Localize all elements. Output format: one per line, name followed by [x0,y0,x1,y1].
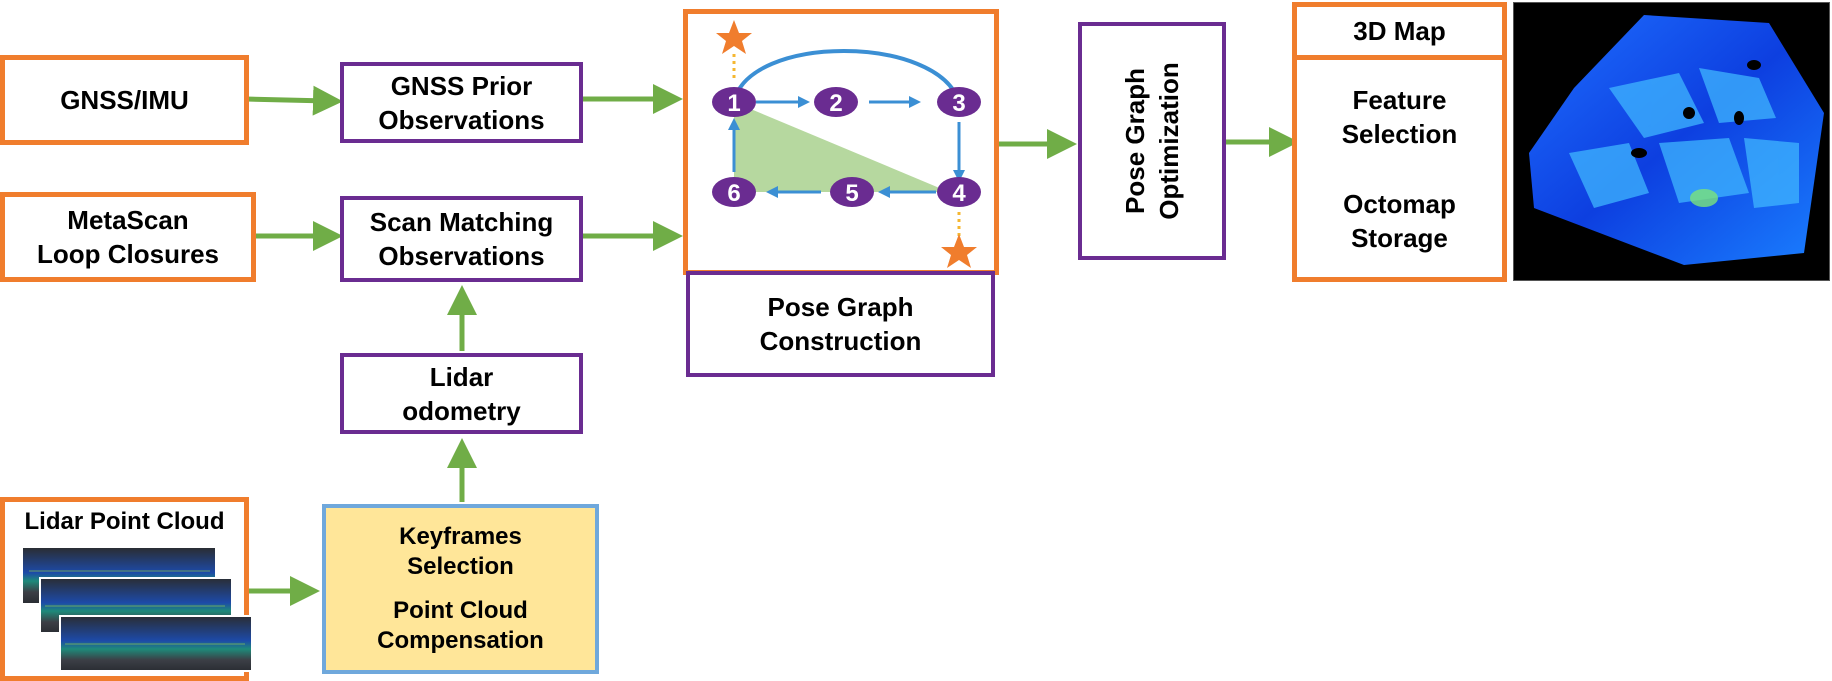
pose-graph-box: 1 2 3 4 5 6 [683,9,999,275]
metascan-label-line2: Loop Closures [36,239,219,269]
gnss-prior-label-line2: Observations [378,104,545,135]
graph-node-3: 3 [952,90,965,117]
gnss-prior-box: GNSS Prior Observations [340,62,583,143]
metascan-label-line1: MetaScan [67,205,189,235]
lidar-point-cloud-label: Lidar Point Cloud [24,508,225,535]
feature-selection-line2: Selection [1341,118,1458,149]
construction-label-line2: Construction [759,326,922,356]
lidar-odometry-box: Lidar odometry [340,353,583,434]
octomap-storage-line2: Storage [1351,222,1448,253]
arrow-gnss-to-prior [245,85,343,116]
gnss-imu-box: GNSS/IMU [0,55,249,145]
scan-matching-box: Scan Matching Observations [340,196,583,282]
map-processing-box: Feature Selection Octomap Storage [1292,55,1507,282]
keyframes-label-line2: Selection [407,553,514,580]
pose-graph-construction-box: Pose Graph Construction [686,271,995,377]
graph-node-4: 4 [952,180,966,207]
compensation-label-line2: Compensation [377,627,544,654]
star-icon [941,234,977,268]
keyframes-box: Keyframes Selection Point Cloud Compensa… [322,504,599,674]
loop-closure-arc [732,49,961,103]
graph-node-2: 2 [829,90,842,117]
optimization-label-line1: Pose Graph [1120,68,1150,214]
graph-node-1: 1 [727,90,740,117]
pose-graph-illustration: 1 2 3 4 5 6 [712,20,981,268]
gnss-imu-label: GNSS/IMU [60,85,189,115]
compensation-label-line1: Point Cloud [393,597,528,624]
map-3d-label: 3D Map [1353,16,1446,46]
octomap-storage-line1: Octomap [1343,188,1456,219]
optimization-label-line2: Optimization [1154,62,1184,220]
map-3d-box: 3D Map [1292,2,1507,60]
gnss-prior-label-line1: GNSS Prior [390,70,533,101]
lidar-point-cloud-box: Lidar Point Cloud [0,497,253,681]
keyframes-label-line1: Keyframes [399,523,522,550]
loop-closure-region [734,102,949,192]
lidar-scan-thumbnails [23,548,253,672]
octomap-render [1529,15,1824,265]
pose-graph-optimization-box: Pose Graph Optimization [1078,22,1226,260]
lidar-odometry-label-line1: Lidar [429,361,494,392]
scan-matching-label-line2: Observations [378,241,545,271]
star-icon [716,20,752,54]
lidar-odometry-label-line2: odometry [402,395,521,426]
metascan-box: MetaScan Loop Closures [0,192,256,282]
optimization-label: Pose Graph Optimization [1118,62,1186,219]
map-render-image [1513,2,1830,281]
graph-node-6: 6 [727,180,740,207]
graph-node-5: 5 [845,180,858,207]
construction-label-line1: Pose Graph [767,292,914,322]
scan-matching-label-line1: Scan Matching [369,207,554,237]
feature-selection-line1: Feature [1352,84,1447,115]
